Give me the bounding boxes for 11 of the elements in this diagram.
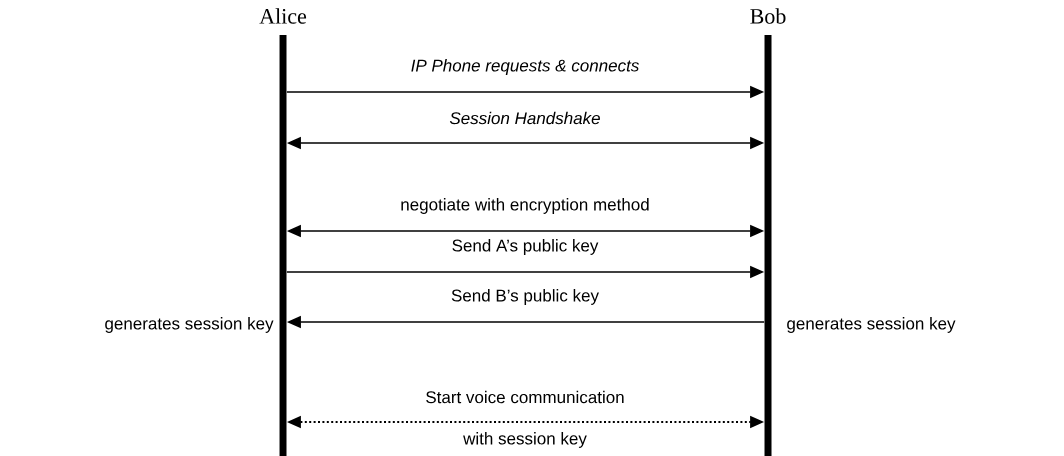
edge-label: Session Handshake bbox=[449, 111, 600, 125]
note: generates session key bbox=[787, 317, 956, 333]
edge-label: IP Phone requests & connects bbox=[411, 59, 639, 75]
participant-name: Bob bbox=[750, 8, 786, 24]
participant-name: Alice bbox=[259, 8, 307, 24]
note: with session key bbox=[463, 432, 587, 448]
note: generates session key bbox=[105, 317, 274, 333]
edge-label: Start voice communication bbox=[426, 390, 624, 404]
edge-label: Send B’s public key bbox=[451, 289, 599, 305]
edge-label: Send A’s public key bbox=[452, 239, 599, 255]
edge-label: negotiate with encryption method bbox=[401, 198, 649, 214]
